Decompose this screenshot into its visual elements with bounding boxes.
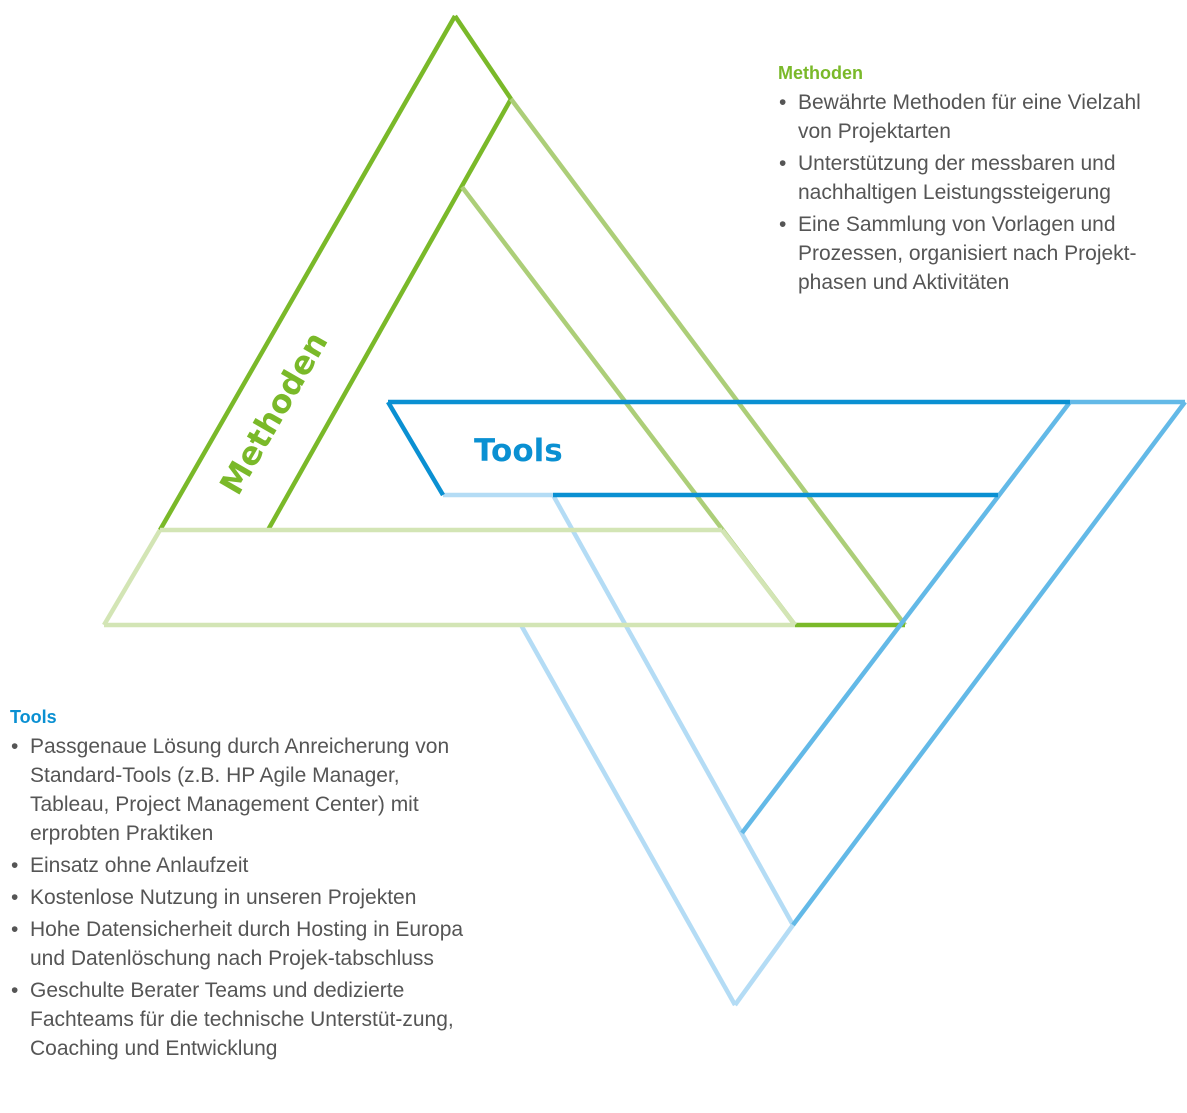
- tools-top-left-cap: [386, 400, 445, 497]
- methoden-bottom-left-cap: [102, 528, 162, 627]
- tools-bottom-cap: [733, 923, 795, 1007]
- methoden-bullet-item: Bewährte Methoden für eine Vielzahl von …: [778, 88, 1178, 146]
- tools-bullet-item: Geschulte Berater Teams und dedizierte F…: [10, 976, 470, 1063]
- tools-bullet-item: Hohe Datensicherheit durch Hosting in Eu…: [10, 915, 470, 973]
- methoden-bullet-item: Unterstützung der messbaren und nachhalt…: [778, 149, 1178, 207]
- methoden-left-arm-cap: [453, 14, 513, 101]
- tools-info-panel: Tools Passgenaue Lösung durch Anreicheru…: [10, 704, 470, 1066]
- tools-left-inner-edge: [551, 493, 795, 927]
- tools-panel-title: Tools: [10, 707, 57, 727]
- methoden-bullet-list: Bewährte Methoden für eine Vielzahl von …: [778, 88, 1178, 297]
- methoden-outer-left-edge: [158, 14, 457, 532]
- tools-bullet-item: Einsatz ohne Anlaufzeit: [10, 851, 470, 880]
- methoden-bottom-right-cap: [720, 528, 797, 627]
- methoden-diagram-label: Methoden: [212, 325, 335, 501]
- tools-diagram-label: Tools: [474, 433, 563, 469]
- tools-bullet-item: Passgenaue Lösung durch Anreicherung von…: [10, 732, 470, 848]
- tools-bullet-item: Kostenlose Nutzung in unseren Projekten: [10, 883, 470, 912]
- tools-bullet-list: Passgenaue Lösung durch Anreicherung von…: [10, 732, 470, 1063]
- tools-left-outer-edge: [519, 623, 737, 1007]
- tools-right-inner-edge: [740, 400, 1072, 835]
- tools-right-outer-edge: [791, 400, 1187, 927]
- methoden-info-panel: Methoden Bewährte Methoden für eine Viel…: [778, 60, 1178, 300]
- methoden-inner-left-edge: [266, 97, 513, 532]
- methoden-panel-title: Methoden: [778, 63, 863, 83]
- methoden-bullet-item: Eine Sammlung von Vorlagen und Prozessen…: [778, 210, 1178, 297]
- methoden-outer-right-edge: [509, 97, 907, 627]
